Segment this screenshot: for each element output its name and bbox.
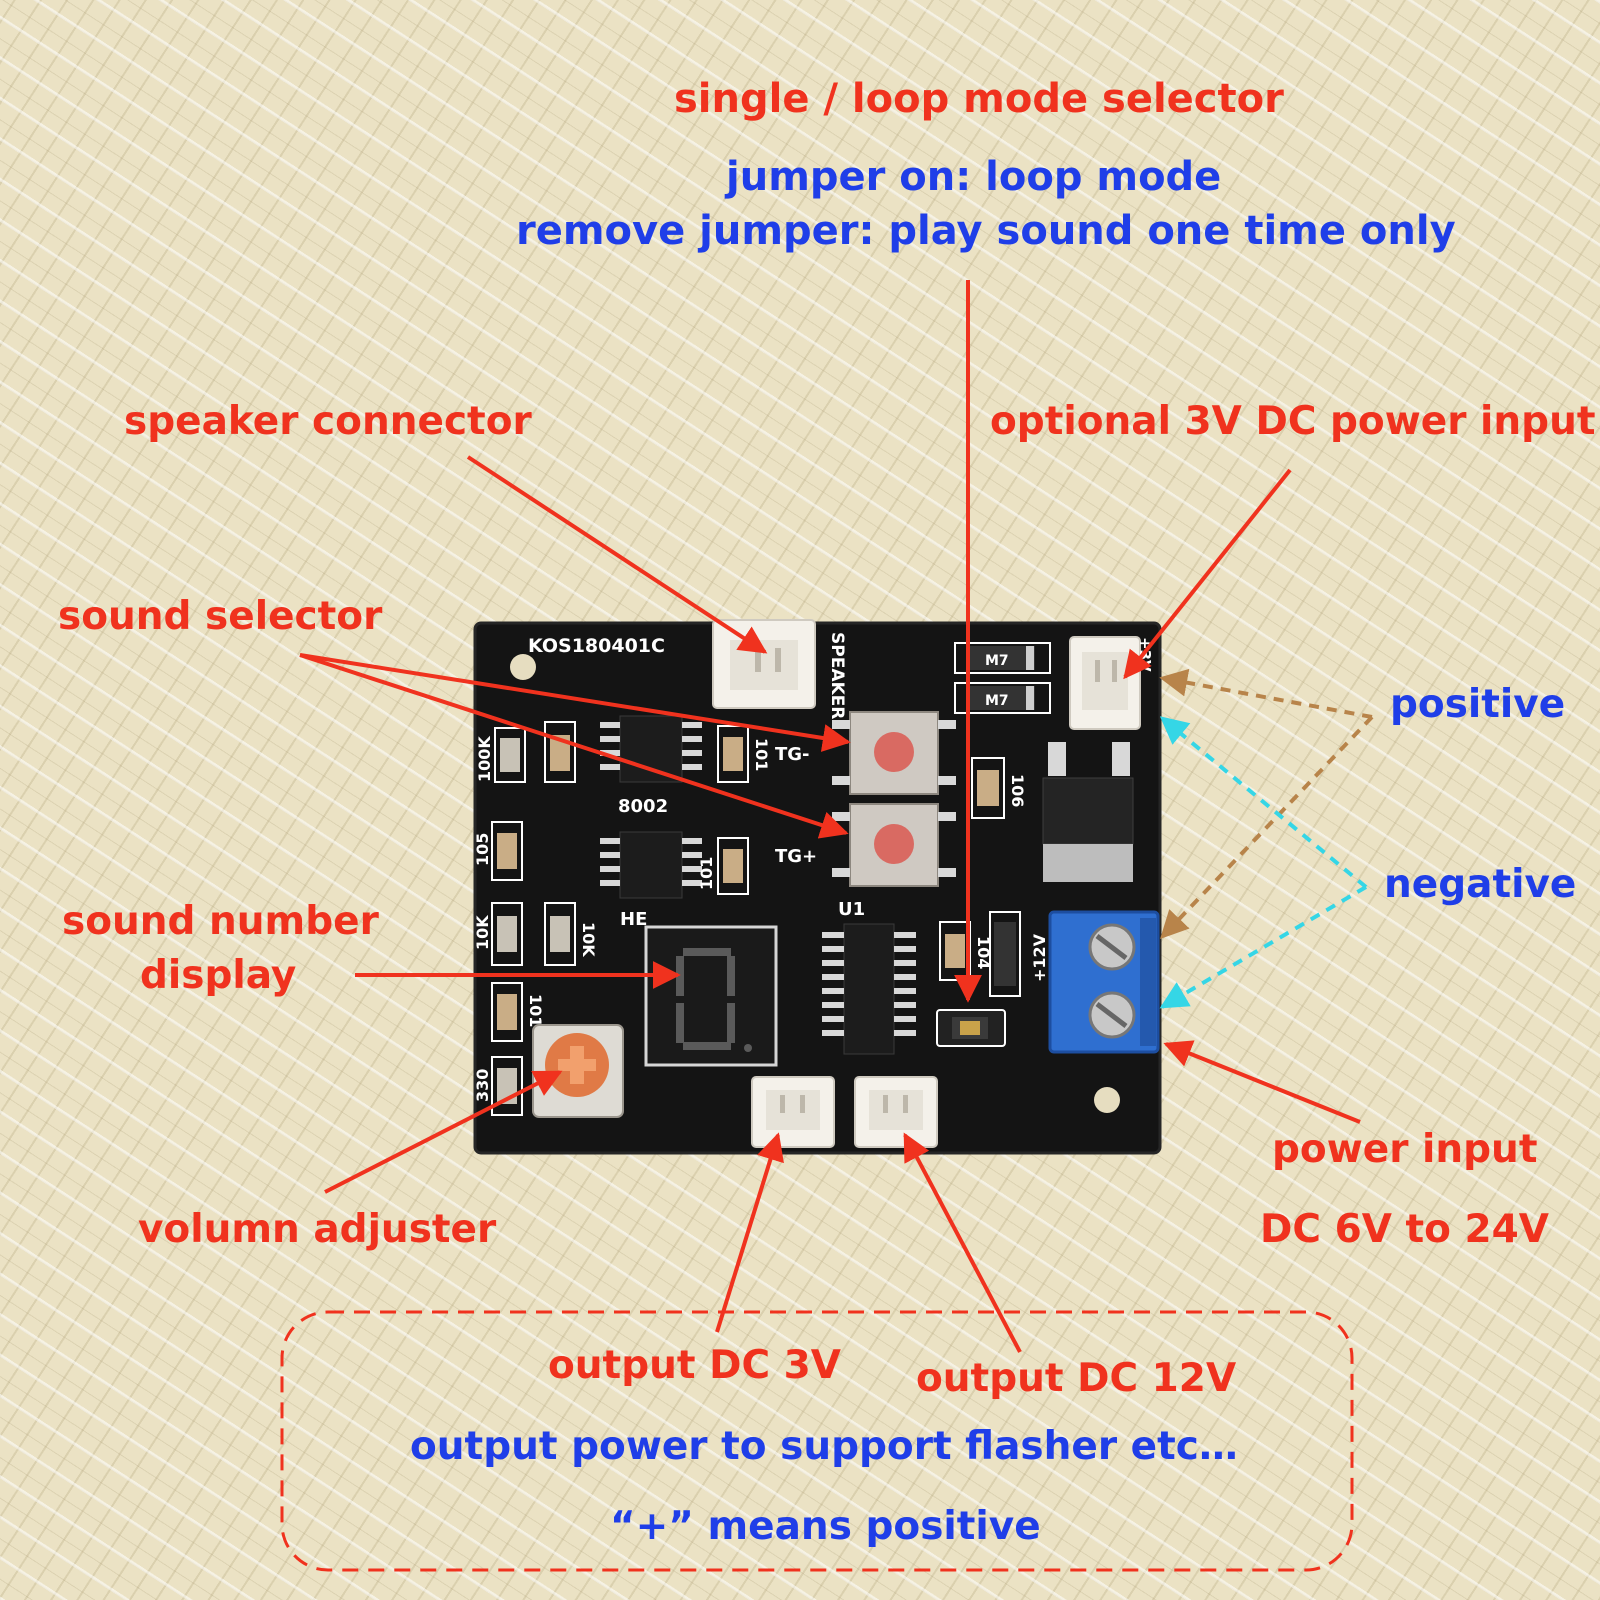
silk-tg-minus: TG- bbox=[775, 744, 810, 765]
voltage-regulator bbox=[1042, 742, 1134, 882]
silk-tg-plus: TG+ bbox=[775, 846, 817, 867]
label-power-range: DC 6V to 24V bbox=[1260, 1207, 1549, 1252]
resistor-10k-a bbox=[491, 902, 523, 966]
label-output-12v: output DC 12V bbox=[916, 1356, 1237, 1401]
label-sound-number-line2: display bbox=[140, 953, 297, 998]
diode-2: M7 bbox=[954, 682, 1051, 714]
label-negative: negative bbox=[1384, 862, 1577, 907]
output-3v-connector bbox=[751, 1076, 835, 1148]
label-sound-selector: sound selector bbox=[58, 594, 383, 639]
arrow-sound-selector-plus bbox=[299, 653, 849, 839]
label-sound-number-line1: sound number bbox=[62, 899, 379, 944]
label-output-3v: output DC 3V bbox=[548, 1343, 841, 1388]
tg-plus-button bbox=[832, 803, 956, 887]
label-output-note: output power to support flasher etc… bbox=[410, 1424, 1238, 1469]
silk-106: 106 bbox=[1008, 774, 1027, 807]
speaker-connector bbox=[712, 619, 816, 709]
label-jumper-on: jumper on: loop mode bbox=[726, 154, 1222, 200]
label-mode-selector: single / loop mode selector bbox=[674, 76, 1284, 122]
capacitor-101-top bbox=[717, 725, 749, 783]
arrow-output-3v bbox=[715, 1132, 784, 1333]
arrow-positive-terminal bbox=[1160, 715, 1374, 940]
main-ic-u1 bbox=[822, 923, 916, 1055]
silk-104: 104 bbox=[974, 936, 993, 969]
arrow-speaker-connector bbox=[466, 455, 768, 654]
label-remove-jumper: remove jumper: play sound one time only bbox=[516, 208, 1456, 254]
diode-3 bbox=[989, 911, 1021, 997]
capacitor-101-mid bbox=[717, 837, 749, 895]
diode-1: M7 bbox=[954, 642, 1051, 674]
silk-101-left: 101 bbox=[526, 994, 545, 1027]
label-optional-power: optional 3V DC power input bbox=[990, 399, 1596, 444]
silk-plus-12v: +12V bbox=[1030, 933, 1049, 982]
diode-2-label: M7 bbox=[985, 693, 1009, 709]
output-note-box bbox=[280, 1310, 1354, 1572]
silk-105: 105 bbox=[473, 833, 492, 866]
resistor-10k-b bbox=[544, 902, 576, 966]
resistor-105 bbox=[491, 821, 523, 881]
mounting-hole-top bbox=[510, 654, 536, 680]
label-power-input: power input bbox=[1272, 1127, 1538, 1172]
resistor-101-left bbox=[491, 982, 523, 1042]
chip-he bbox=[600, 831, 702, 899]
arrow-positive-3v bbox=[1159, 668, 1373, 719]
tg-minus-button bbox=[832, 711, 956, 795]
silk-101-mid: 101 bbox=[697, 857, 716, 890]
silk-10k-a: 10K bbox=[473, 915, 492, 950]
arrow-optional-power bbox=[1123, 468, 1292, 680]
arrow-volume bbox=[324, 1070, 563, 1194]
pcb-board: KOS180401C SPEAKER +3V M7 M7 bbox=[473, 619, 1162, 1155]
arrow-output-12v bbox=[903, 1132, 1022, 1353]
volume-potentiometer bbox=[532, 1024, 624, 1118]
loop-mode-jumper bbox=[936, 1009, 1006, 1047]
arrow-negative-terminal bbox=[1159, 885, 1368, 1009]
label-positive: positive bbox=[1390, 682, 1566, 727]
capacitor-106 bbox=[971, 757, 1005, 819]
silk-8002: 8002 bbox=[618, 796, 668, 817]
arrow-power-input bbox=[1163, 1040, 1361, 1124]
silk-101-top: 101 bbox=[752, 738, 771, 771]
label-plus-note: “+” means positive bbox=[610, 1504, 1041, 1549]
output-12v-connector bbox=[854, 1076, 938, 1148]
silk-330: 330 bbox=[473, 1069, 492, 1102]
capacitor-top-left bbox=[544, 721, 576, 783]
label-speaker-connector: speaker connector bbox=[124, 399, 532, 444]
optional-3v-connector bbox=[1069, 636, 1141, 730]
arrow-sound-selector-minus bbox=[299, 653, 851, 752]
diode-1-label: M7 bbox=[985, 653, 1009, 669]
speaker-silk-text: SPEAKER bbox=[827, 632, 847, 719]
seven-segment-display bbox=[644, 925, 778, 1067]
silk-100k: 100K bbox=[475, 736, 494, 782]
power-terminal-block bbox=[1048, 910, 1160, 1054]
pointer-arrows bbox=[299, 280, 1361, 1353]
silk-he: HE bbox=[620, 909, 647, 930]
mounting-hole-bottom bbox=[1094, 1087, 1120, 1113]
silk-10k-b: 10K bbox=[579, 922, 598, 957]
polarity-arrows bbox=[1159, 668, 1374, 1009]
silk-u1: U1 bbox=[838, 899, 865, 920]
label-volume-adjuster: volumn adjuster bbox=[138, 1207, 497, 1252]
board-id-text: KOS180401C bbox=[528, 635, 665, 657]
resistor-100k bbox=[494, 727, 526, 783]
arrow-negative-3v bbox=[1159, 716, 1368, 889]
